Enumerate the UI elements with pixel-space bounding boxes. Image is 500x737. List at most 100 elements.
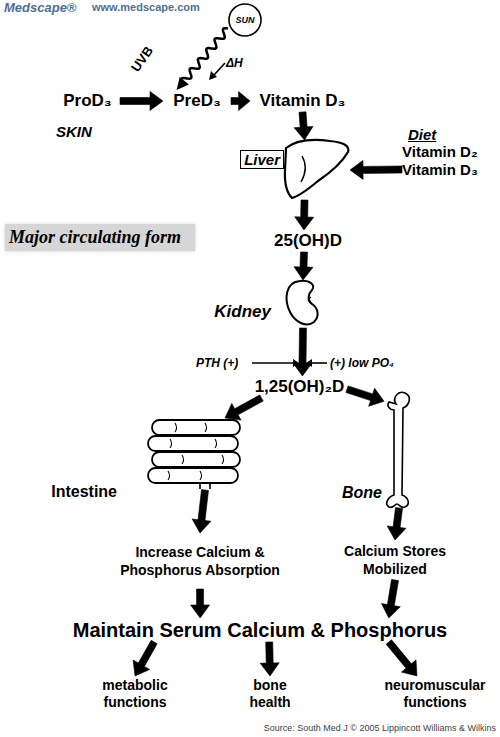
annotation-label: PTH (+) xyxy=(196,356,238,370)
kidney-hilum xyxy=(308,297,312,304)
annotation-label: SKIN xyxy=(56,123,92,140)
heat-leader-head xyxy=(209,71,217,80)
intestine-loop xyxy=(152,420,240,435)
block-arrow xyxy=(350,160,402,179)
intestine-outlet xyxy=(200,483,210,489)
node-text: Kidney xyxy=(214,302,271,322)
block-arrow xyxy=(133,640,157,676)
heat-leader xyxy=(214,63,225,75)
block-arrow xyxy=(294,112,313,140)
kidney-organ: Kidney xyxy=(285,280,321,328)
uv-ray-arrow xyxy=(177,28,228,90)
function-node: neuromuscular functions xyxy=(375,676,495,712)
bone-drawing xyxy=(387,392,410,507)
node-text: Diet xyxy=(408,126,497,143)
intestine-loop xyxy=(152,452,240,467)
liver-organ: Liver xyxy=(285,140,350,200)
flow-arrow xyxy=(133,640,157,676)
block-arrow xyxy=(346,386,384,406)
flow-arrow xyxy=(294,252,313,280)
intestine-loop xyxy=(148,436,238,451)
effect-node: Increase Calcium & Phosphorus Absorption xyxy=(100,533,300,589)
block-arrow xyxy=(260,642,279,676)
flow-arrow xyxy=(293,328,312,376)
bone-organ: Bone xyxy=(384,392,414,508)
publisher-mark: www.medscape.com xyxy=(92,1,200,13)
sun-circle: SUN xyxy=(228,3,262,37)
compound-node: 25(OH)D xyxy=(268,230,348,252)
node-text: Vitamin D₃ xyxy=(402,161,497,178)
flow-arrow xyxy=(192,490,211,533)
circle-shape xyxy=(229,4,261,36)
flow-arrow xyxy=(231,92,250,111)
block-arrow xyxy=(386,640,417,676)
block-arrow xyxy=(231,92,250,111)
block-arrow xyxy=(294,252,313,280)
node-text: Maintain Serum Calcium & Phosphorus xyxy=(73,619,448,642)
flow-arrow xyxy=(295,200,314,230)
intestine-fold xyxy=(168,423,224,480)
block-arrow xyxy=(192,490,211,533)
arrow-head xyxy=(177,77,189,90)
annotation-label: ΔH xyxy=(226,56,243,70)
diet-source: DietVitamin D₂Vitamin D₃ xyxy=(402,126,497,184)
node-text: Increase Calcium & Phosphorus Absorption xyxy=(100,543,300,579)
function-node: bone health xyxy=(235,676,305,712)
compound-node: ProD₃ xyxy=(55,90,120,112)
pth-leader xyxy=(252,362,293,364)
wavy-line xyxy=(181,28,228,81)
node-text: 1,25(OH)₂D xyxy=(255,377,345,397)
publisher-mark: Medscape® xyxy=(4,0,76,15)
intestine-loop xyxy=(148,468,238,483)
node-text: bone health xyxy=(235,677,305,711)
phosphate-leader-head xyxy=(306,359,312,367)
compound-node: 1,25(OH)₂D xyxy=(252,376,347,398)
node-text: ProD₃ xyxy=(63,91,111,111)
compound-node: Vitamin D₃ xyxy=(250,90,355,112)
node-text: neuromuscular functions xyxy=(375,677,495,711)
flow-arrow xyxy=(120,92,163,111)
node-text: Vitamin D₃ xyxy=(260,91,346,111)
block-arrow xyxy=(225,395,263,420)
node-text: Liver xyxy=(240,150,284,169)
node-text: Bone xyxy=(342,484,382,502)
node-text: Calcium Stores Mobilized xyxy=(330,542,460,578)
node-text: SUN xyxy=(235,15,254,25)
block-arrow xyxy=(295,200,314,230)
highlight-band: Major circulating form xyxy=(5,224,195,251)
liver-drawing xyxy=(285,140,348,198)
flow-arrow xyxy=(294,112,313,140)
outcome-node: Maintain Serum Calcium & Phosphorus xyxy=(30,618,490,642)
flow-arrow xyxy=(260,642,279,676)
block-arrow xyxy=(387,508,406,540)
node-text: Major circulating form xyxy=(9,227,181,248)
node-text: Intestine xyxy=(51,483,117,501)
function-node: metabolic functions xyxy=(85,676,185,712)
source-note: Source: South Med J © 2005 Lippincott Wi… xyxy=(264,723,496,733)
block-arrow xyxy=(191,589,210,618)
flow-arrow xyxy=(346,386,384,406)
node-text: Vitamin D₂ xyxy=(402,143,497,160)
flow-arrow xyxy=(225,395,263,420)
compound-node: PreD₃ xyxy=(163,90,231,112)
annotation-label: (+) low PO₄ xyxy=(330,356,394,370)
pth-leader-head xyxy=(293,359,299,367)
node-text: PreD₃ xyxy=(173,91,221,111)
intestine-organ: Intestine xyxy=(145,418,245,490)
effect-node: Calcium Stores Mobilized xyxy=(330,540,460,580)
block-arrow xyxy=(120,92,163,111)
kidney-drawing xyxy=(287,281,318,325)
flow-arrow xyxy=(386,640,417,676)
flow-arrow xyxy=(387,508,406,540)
node-text: 25(OH)D xyxy=(274,231,342,251)
edge-label: UVB xyxy=(128,44,156,75)
phosphate-leader xyxy=(312,362,327,364)
block-arrow xyxy=(382,579,401,618)
flow-arrow xyxy=(191,589,210,618)
liver-lobe-line xyxy=(301,156,305,182)
block-arrow xyxy=(293,328,312,376)
flow-arrow xyxy=(350,160,402,179)
flow-arrow xyxy=(382,579,401,618)
node-text: metabolic functions xyxy=(85,677,185,711)
